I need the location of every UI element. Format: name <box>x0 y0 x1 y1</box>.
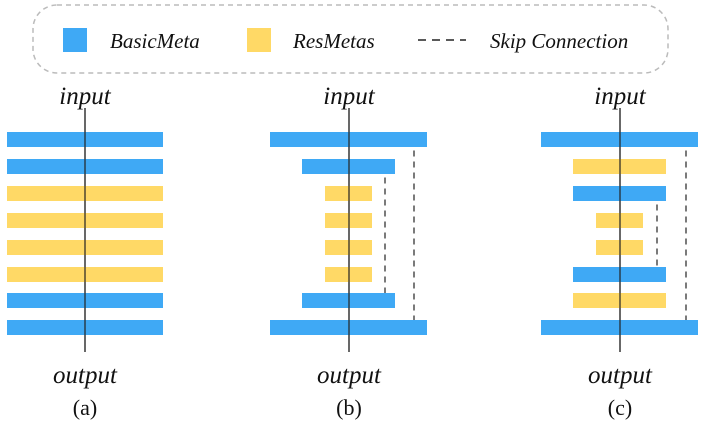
panel-b-input-label: input <box>323 83 375 110</box>
panel-c-input-label: input <box>594 83 646 110</box>
panel-a-caption: (a) <box>73 395 97 420</box>
panel-a-output-label: output <box>53 362 118 389</box>
legend-res-swatch <box>247 28 271 52</box>
panel-c: input output (c) <box>541 83 698 420</box>
panel-c-caption: (c) <box>608 395 632 420</box>
panel-a: input output (a) <box>7 83 163 420</box>
legend-basic-swatch <box>63 28 87 52</box>
panel-b: input output (b) <box>270 83 427 420</box>
legend-res-label: ResMetas <box>292 29 375 53</box>
panel-a-input-label: input <box>59 83 111 110</box>
panel-b-output-label: output <box>317 362 382 389</box>
legend: BasicMeta ResMetas Skip Connection <box>32 4 669 74</box>
legend-box <box>32 4 669 74</box>
panel-c-output-label: output <box>588 362 653 389</box>
legend-skip-label: Skip Connection <box>490 29 628 53</box>
legend-basic-label: BasicMeta <box>110 29 200 53</box>
panel-b-caption: (b) <box>336 395 362 420</box>
